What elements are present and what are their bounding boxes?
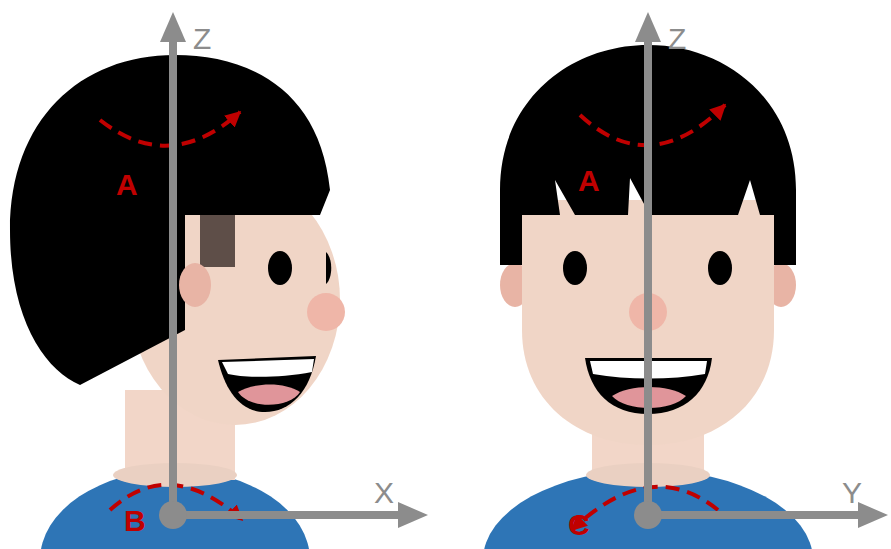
axis-line [169,35,177,515]
rotation-label: B [124,506,146,536]
eye [708,251,732,285]
rotation-arc [580,105,725,145]
axis-origin [634,501,662,529]
rotation-label: A [578,166,600,196]
axis-label: Z [193,24,211,54]
sideburn [200,215,235,267]
eye [268,251,292,285]
axis-arrowhead [160,12,186,42]
teeth [222,359,314,377]
ear [179,263,211,307]
axis-arrowhead [635,12,661,42]
axis-origin [159,501,187,529]
nose [307,293,345,331]
axis-line [173,511,400,519]
axis-label: Y [842,478,862,508]
axis-arrowhead [858,502,888,528]
rotation-label: C [568,510,590,540]
axis-label: Z [668,24,686,54]
axis-arrowhead [398,502,428,528]
mouth [218,356,316,412]
axis-line [644,35,652,515]
eye [563,251,587,285]
rotation-label: A [116,170,138,200]
tongue [238,385,300,405]
axis-line [648,511,860,519]
axis-label: X [374,478,394,508]
side-head [10,55,345,549]
eye [326,252,331,284]
